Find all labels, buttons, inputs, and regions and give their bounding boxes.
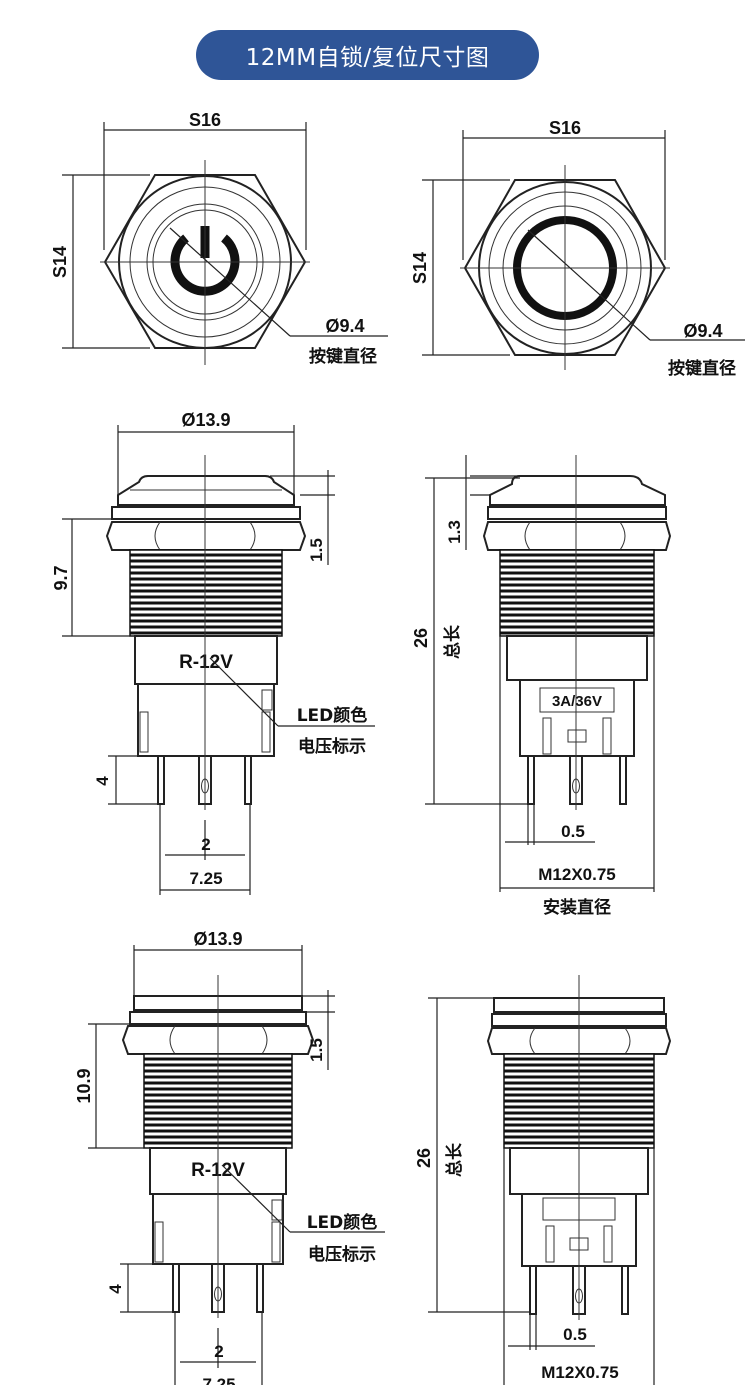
- total-caption: 总长: [444, 1142, 465, 1177]
- head-h: 1.3: [445, 520, 464, 544]
- height-label: S14: [410, 252, 430, 284]
- bot-right-side-view: 26 总长 0.5 M12X0.75: [414, 975, 672, 1385]
- total-caption: 总长: [442, 624, 463, 659]
- dia-caption: 按键直径: [668, 358, 736, 379]
- pin-len: 4: [93, 776, 112, 786]
- pin-pitch: 2: [214, 1342, 223, 1361]
- total-len: 26: [411, 628, 431, 648]
- led-caption-2: 电压标示: [298, 736, 366, 757]
- body-text: R-12V: [179, 652, 233, 673]
- width-label: S16: [549, 118, 581, 138]
- top-right-front-view: S16 S14 Ø9.4 按键直径: [410, 118, 745, 379]
- body-text: 3A/36V: [552, 693, 602, 710]
- bot-left-side-view: Ø13.9 R-12V 1.5 10.9 LED颜色 电压标示 4: [74, 929, 385, 1385]
- pin-span: 7.25: [189, 869, 222, 888]
- height-label: S14: [50, 246, 70, 278]
- head-dia: Ø13.9: [181, 410, 230, 430]
- thread-caption: 安装直径: [543, 897, 611, 918]
- pin-thk: 0.5: [561, 822, 585, 841]
- pin-span: 7.25: [202, 1375, 235, 1385]
- flange-label: 1.5: [307, 1038, 326, 1062]
- mid-right-side-view: 3A/36V 1.3 26 总长 0.5 M12X0.75 安装直径: [411, 455, 672, 918]
- led-caption-1: LED颜色: [307, 1212, 378, 1233]
- dia-label: Ø9.4: [325, 316, 364, 336]
- page-title: 12MM自锁/复位尺寸图: [196, 30, 539, 80]
- pin-thk: 0.5: [563, 1325, 587, 1344]
- mid-left-side-view: Ø13.9 R-12V 1.5 9.7: [51, 410, 375, 895]
- led-caption-1: LED颜色: [297, 705, 368, 726]
- thread-len: 10.9: [74, 1068, 94, 1103]
- thread-label: M12X0.75: [538, 865, 616, 884]
- thread-len: 9.7: [51, 565, 71, 590]
- top-left-front-view: S16 S14 Ø9.4 按键直径: [50, 110, 388, 367]
- pin-len: 4: [106, 1284, 125, 1294]
- total-len: 26: [414, 1148, 434, 1168]
- flange-label: 1.5: [307, 538, 326, 562]
- thread-label: M12X0.75: [541, 1363, 619, 1382]
- led-caption-2: 电压标示: [308, 1244, 376, 1265]
- dia-caption: 按键直径: [309, 346, 377, 367]
- width-label: S16: [189, 110, 221, 130]
- head-dia: Ø13.9: [193, 929, 242, 949]
- pin-pitch: 2: [201, 835, 210, 854]
- dia-label: Ø9.4: [683, 321, 722, 341]
